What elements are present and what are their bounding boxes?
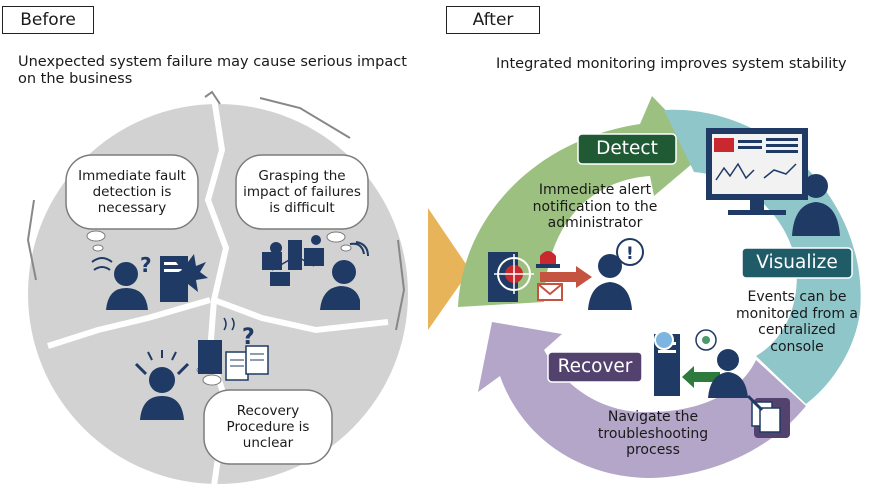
visualize-text: Events can be monitored from a centraliz…	[735, 289, 859, 355]
operator-person-icon	[792, 174, 840, 236]
recover-text: Navigate the troubleshooting process	[597, 409, 709, 458]
recovering-server-icon	[654, 330, 680, 396]
before-caption: Unexpected system failure may cause seri…	[18, 54, 407, 87]
detect-badge	[577, 133, 677, 165]
transition-arrow	[428, 208, 470, 330]
monitoring-console-icon	[706, 128, 808, 215]
operator-with-idea-icon	[695, 329, 748, 398]
bubble-impact-grasp: Grasping the impact of failures is diffi…	[243, 168, 361, 216]
alert-target-icon	[488, 252, 534, 302]
bubble-recovery-procedure: Recovery Procedure is unclear	[226, 403, 310, 451]
siren-icon	[536, 251, 560, 268]
confused-person-icon: ?	[91, 253, 152, 310]
bubble-shapes	[65, 154, 369, 465]
bubble-fault-detection: Immediate fault detection is necessary	[78, 168, 186, 216]
admin-person-icon: !	[588, 238, 644, 310]
detect-text: Immediate alert notification to the admi…	[532, 182, 658, 231]
recover-title: Recover	[557, 356, 633, 377]
distressed-person-icon	[320, 241, 369, 310]
notification-arrow-head-icon	[576, 266, 592, 288]
visualize-title: Visualize	[756, 252, 838, 273]
visualize-badge	[741, 247, 853, 279]
recover-badge	[547, 351, 643, 383]
svg-text:!: !	[626, 244, 634, 264]
mail-icon	[537, 283, 563, 301]
procedure-docs-icon	[746, 394, 790, 438]
notification-arrow-icon	[540, 272, 576, 282]
after-caption: Integrated monitoring improves system st…	[496, 56, 847, 72]
network-impact-icon	[262, 235, 324, 286]
guide-arrow-icon	[682, 366, 720, 388]
failing-server-icon	[160, 254, 208, 302]
before-label: Before	[2, 6, 94, 34]
after-label: After	[446, 6, 540, 34]
procedure-documents-icon: ?	[198, 317, 269, 381]
panicked-person-icon	[134, 350, 190, 420]
svg-text:?: ?	[242, 325, 255, 350]
svg-text:?: ?	[140, 253, 152, 277]
detect-title: Detect	[596, 138, 658, 159]
